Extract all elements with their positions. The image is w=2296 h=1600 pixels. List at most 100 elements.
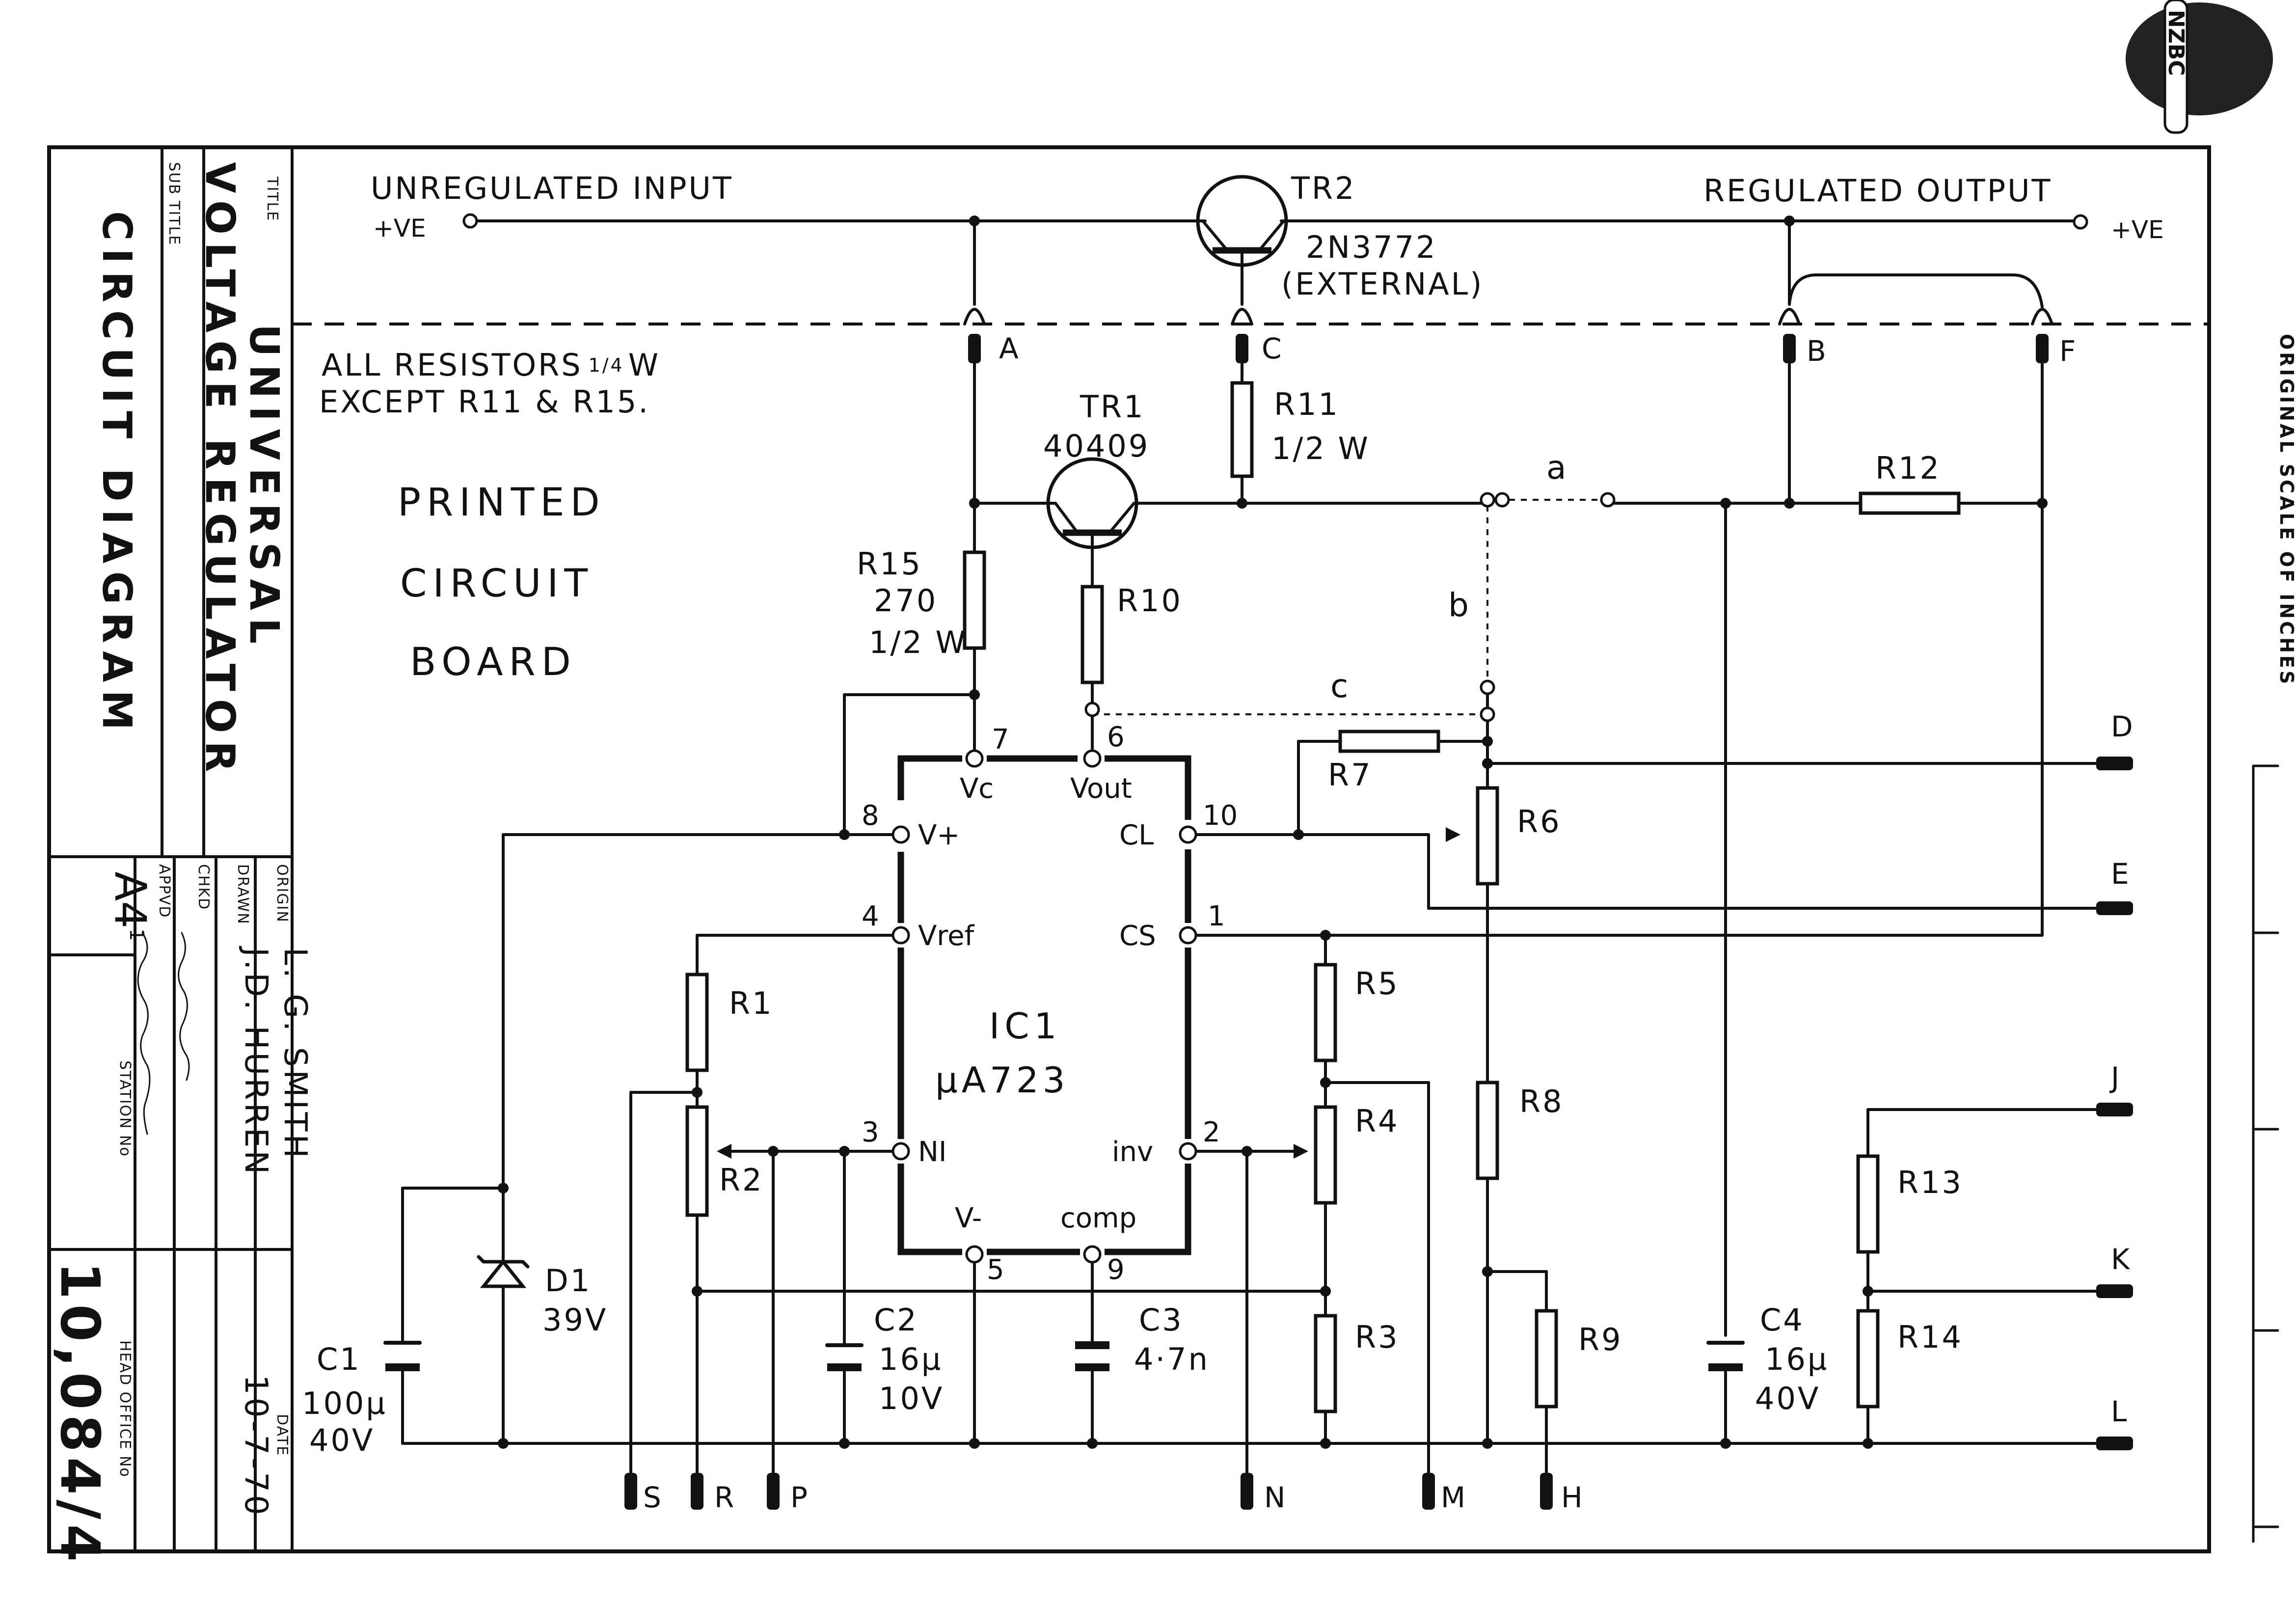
r1-label: R1 [729, 985, 774, 1021]
pin-5-num: 5 [987, 1254, 1004, 1286]
terminal-a: A [999, 332, 1019, 365]
subtitle-caption: SUB TITLE [165, 162, 183, 245]
unregulated-input-label: UNREGULATED INPUT [371, 170, 733, 206]
r7-body [1338, 730, 1440, 753]
scale-label: ORIGINAL SCALE OF INCHES [2276, 334, 2296, 686]
ic1-body [891, 749, 1197, 1264]
scale-of-inches: ORIGINAL SCALE OF INCHES [2252, 334, 2296, 1543]
terminal-pins [624, 308, 2133, 1510]
pin-inv-label: inv [1112, 1136, 1153, 1168]
drawing-frame [47, 145, 2211, 1553]
d1-zener-diode [477, 1255, 530, 1288]
terminal-r: R [714, 1481, 734, 1514]
pin-cl-label: CL [1119, 819, 1154, 851]
r11-body [1230, 381, 1254, 478]
r8-label: R8 [1519, 1084, 1564, 1119]
ic1-type: µA723 [935, 1059, 1069, 1101]
terminal-k: K [2111, 1243, 2131, 1276]
pin-comp-label: comp [1060, 1202, 1136, 1234]
origin-caption: ORIGIN [273, 864, 291, 923]
c2-value-1: 16µ [879, 1341, 943, 1377]
r11-watt: 1/2 W [1271, 431, 1370, 466]
terminal-j: J [2109, 1061, 2119, 1094]
terminal-f: F [2059, 334, 2076, 368]
chkd-signature [178, 932, 190, 1081]
pcb-label-3: BOARD [410, 640, 577, 684]
c1-value-2: 40V [309, 1422, 375, 1458]
title-caption: TITLE [264, 176, 281, 221]
terminal-h: H [1561, 1481, 1583, 1514]
c4-label: C4 [1760, 1302, 1805, 1338]
tr1-type: 40409 [1043, 428, 1150, 464]
r13-body [1856, 1154, 1880, 1254]
r6-label: R6 [1517, 804, 1562, 840]
input-plus-ve-label: +VE [373, 214, 426, 243]
r14-body [1856, 1309, 1880, 1409]
pin-1-num: 1 [1208, 900, 1225, 932]
pin-8-num: 8 [862, 800, 879, 832]
r12-label: R12 [1875, 450, 1941, 486]
link-c-label: c [1330, 667, 1348, 705]
terminal-s: S [643, 1481, 661, 1514]
potentiometer-wipers [717, 827, 1460, 1159]
tr1-label: TR1 [1080, 389, 1145, 425]
d1-label: D1 [545, 1263, 592, 1299]
terminal-m: M [1441, 1481, 1465, 1514]
terminal-n: N [1264, 1481, 1285, 1514]
r14-label: R14 [1897, 1319, 1963, 1355]
ic1-pin-labels: 7 6 Vc Vout 8 V+ 4 Vref 3 NI V- comp 5 9… [862, 721, 1238, 1286]
pin-vout-label: Vout [1070, 773, 1132, 805]
r4-body [1314, 1105, 1337, 1205]
c3-label: C3 [1139, 1302, 1184, 1338]
regulated-output-label: REGULATED OUTPUT [1703, 173, 2052, 209]
nzbc-logo: NZBC [2126, 0, 2273, 134]
r15-label: R15 [857, 546, 922, 582]
resistor-labels: R11 1/2 W R15 270 1/2 W R10 R12 R7 R6 R5… [719, 386, 1963, 1357]
capacitors [383, 1341, 1745, 1371]
title-line-1: UNIVERSAL [241, 324, 287, 651]
r8-body [1476, 1081, 1499, 1180]
d1-value: 39V [542, 1302, 608, 1338]
r15-body [963, 550, 986, 650]
title-line-2: VOLTAGE REGULATOR [196, 162, 243, 780]
tr2-note: (EXTERNAL) [1281, 266, 1484, 302]
r2-body [685, 1105, 709, 1217]
terminal-e: E [2111, 857, 2129, 891]
pcb-label-2: CIRCUIT [400, 562, 594, 606]
pin-vminus-label: V- [955, 1202, 982, 1234]
appvd-caption: APPVD [156, 864, 173, 918]
tr2-label: TR2 [1291, 170, 1356, 206]
pin-9-num: 9 [1107, 1254, 1125, 1286]
pin-vc-label: Vc [960, 773, 994, 805]
r10-body [1080, 585, 1104, 684]
cap-diode-labels: C1 100µ 40V C2 16µ 10V C3 4·7n C4 16µ 40… [302, 1263, 1827, 1458]
head-office-caption: HEAD OFFICE No [116, 1340, 134, 1478]
r2-label: R2 [719, 1162, 764, 1198]
terminal-l: L [2111, 1395, 2127, 1428]
r10-label: R10 [1117, 583, 1183, 619]
terminal-d: D [2111, 710, 2133, 743]
r15-watt: 1/2 W [869, 624, 968, 660]
c4-value-2: 40V [1755, 1381, 1820, 1416]
r3-body [1314, 1314, 1337, 1413]
drawn-name: J.D. HURREN [238, 946, 274, 1177]
terminal-b: B [1807, 334, 1826, 368]
ic1-label: IC1 [989, 1005, 1061, 1047]
wiring [292, 213, 2209, 1474]
pin-3-num: 3 [862, 1116, 879, 1148]
title-block: TITLE UNIVERSAL VOLTAGE REGULATOR SUB TI… [49, 162, 313, 1567]
r9-label: R9 [1578, 1322, 1623, 1357]
r7-label: R7 [1328, 757, 1373, 793]
pin-4-num: 4 [862, 900, 879, 932]
r5-body [1314, 963, 1337, 1062]
output-plus-ve-label: +VE [2111, 216, 2164, 244]
terminal-labels: A C B F D E J K L S R P N M H [643, 332, 2133, 1514]
c3-value: 4·7n [1134, 1341, 1210, 1377]
logo-text: NZBC [2163, 10, 2188, 76]
r4-label: R4 [1355, 1103, 1400, 1139]
tr2-type: 2N3772 [1306, 229, 1437, 265]
pin-7-num: 7 [992, 724, 1009, 756]
date-value: 10-7-70 [238, 1375, 274, 1518]
c1-label: C1 [317, 1341, 361, 1377]
